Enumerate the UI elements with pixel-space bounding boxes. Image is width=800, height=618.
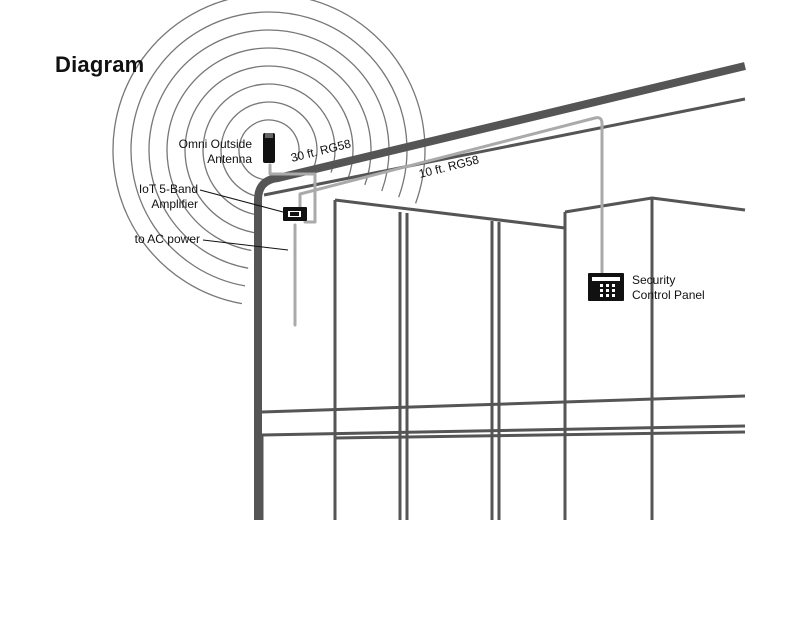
signal-wave-ring — [166, 47, 372, 252]
amplifier-label: IoT 5-Band Amplifier — [118, 182, 198, 212]
signal-wave-ring — [238, 119, 300, 181]
outer-wall — [254, 62, 746, 520]
signal-waves-icon — [112, 0, 426, 305]
keypad-key — [612, 289, 615, 292]
page-title: Diagram — [55, 52, 145, 77]
keypad-key — [606, 289, 609, 292]
keypad-key — [600, 294, 603, 297]
ceiling-line — [334, 198, 566, 230]
inner-roof-line — [263, 97, 746, 197]
panel-label-line-2: Control Panel — [632, 288, 705, 302]
power-leader — [202, 239, 289, 251]
panel-label: Security Control Panel — [632, 273, 742, 303]
power-label: to AC power — [134, 232, 200, 246]
house-structure — [254, 62, 746, 520]
outside-cable — [268, 163, 317, 224]
signal-wave-ring — [130, 11, 408, 287]
leader-lines — [199, 189, 289, 251]
cables — [268, 116, 604, 327]
omni-antenna-icon — [263, 133, 275, 163]
floor-lower — [334, 430, 746, 440]
signal-wave-ring — [148, 29, 390, 269]
keypad-key — [606, 294, 609, 297]
signal-wave-ring — [220, 101, 318, 198]
floor-top — [261, 394, 746, 414]
signal-wave-ring — [202, 83, 336, 216]
inside-cable — [298, 116, 604, 274]
right-room-top — [564, 196, 746, 214]
keypad-key — [600, 284, 603, 287]
floor-bottom — [261, 424, 746, 437]
amplifier-label-line-1: IoT 5-Band — [138, 182, 198, 196]
antenna-label-line-2: Antenna — [207, 152, 252, 166]
keypad-panel-icon — [588, 273, 624, 301]
antenna-label: Omni Outside Antenna — [150, 137, 252, 167]
keypad-key — [606, 284, 609, 287]
amplifier-label-line-2: Amplifier — [151, 197, 198, 211]
amplifier-leader — [199, 189, 284, 213]
keypad-key — [612, 294, 615, 297]
keypad-key — [612, 284, 615, 287]
antenna-label-line-1: Omni Outside — [178, 137, 252, 151]
signal-wave-ring — [112, 0, 426, 305]
keypad-key — [600, 289, 603, 292]
signal-wave-ring — [184, 65, 354, 234]
panel-label-line-1: Security — [632, 273, 676, 287]
amplifier-icon — [283, 207, 307, 221]
